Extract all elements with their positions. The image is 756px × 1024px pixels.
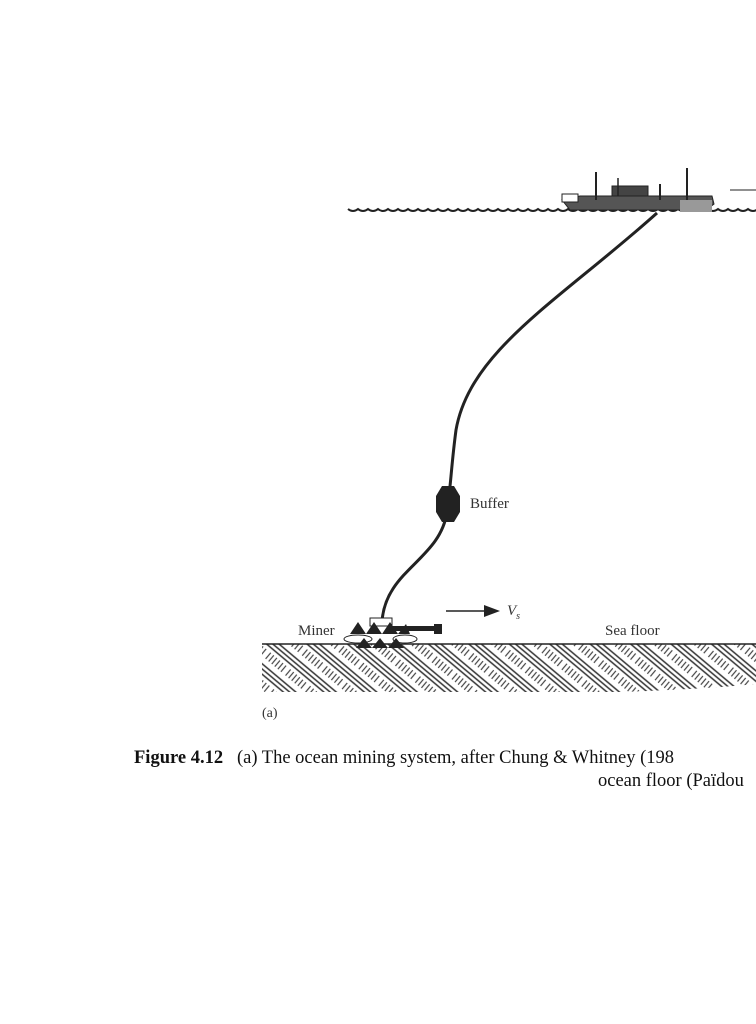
panel-label: (a) xyxy=(262,706,278,721)
velocity-subscript: s xyxy=(516,611,521,622)
velocity-label: Vs xyxy=(507,603,520,622)
miner-label: Miner xyxy=(298,623,335,639)
miner-vehicle xyxy=(343,617,442,648)
buffer-label: Buffer xyxy=(470,496,509,512)
velocity-symbol: V xyxy=(507,603,517,619)
caption-text-2: ocean floor (Païdou xyxy=(598,771,744,791)
figure-caption-line1: Figure 4.12 (a) The ocean mining system,… xyxy=(134,748,674,769)
caption-text-1: (a) The ocean mining system, after Chung… xyxy=(236,748,674,768)
figure-number: Figure 4.12 xyxy=(134,748,224,768)
mining-ship xyxy=(561,168,756,212)
sea-floor-label: Sea floor xyxy=(605,623,660,639)
riser-pipe-lower xyxy=(380,511,449,623)
riser-pipe xyxy=(447,211,659,496)
seabed-sediment xyxy=(262,644,756,692)
buffer xyxy=(436,486,460,522)
